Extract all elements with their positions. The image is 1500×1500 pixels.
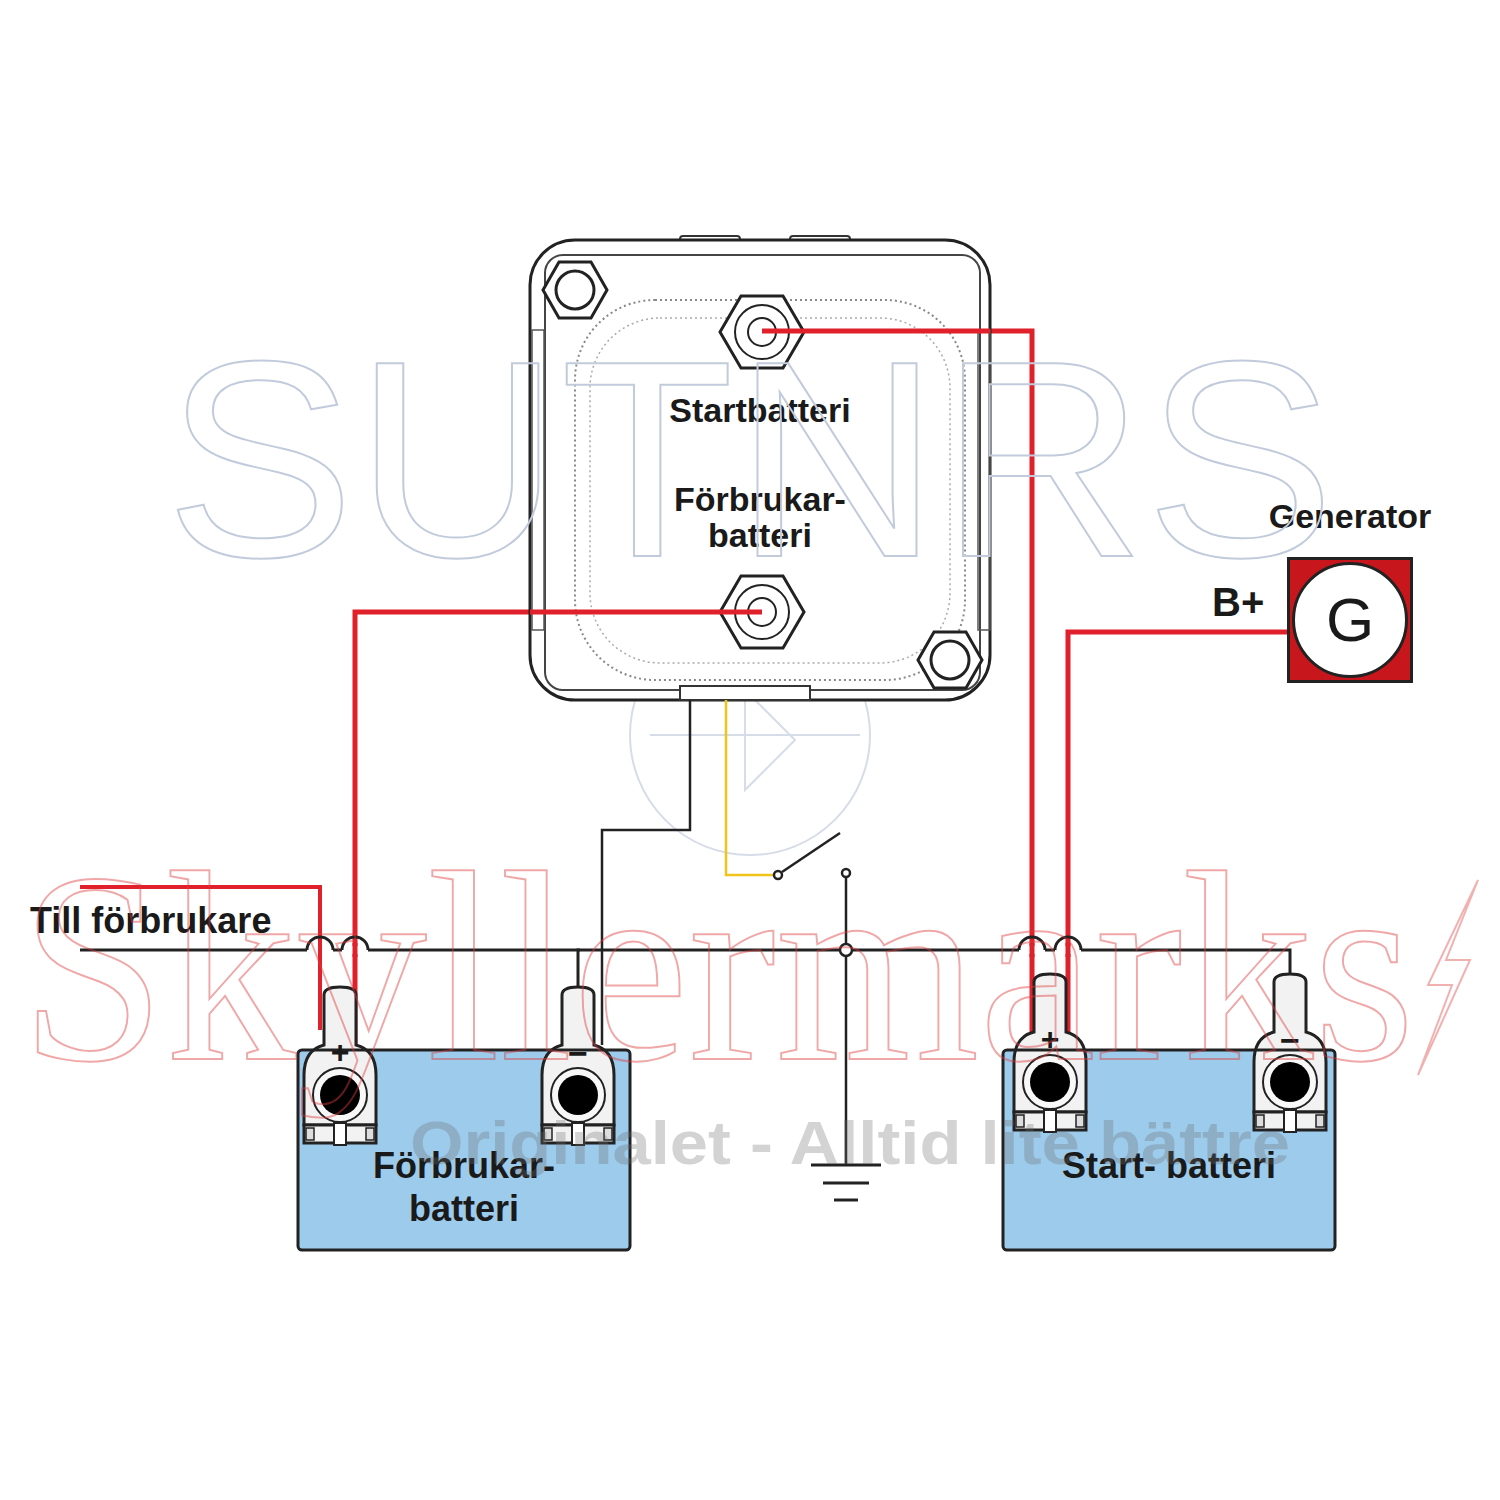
watermark: SUTNRS: [165, 319, 1335, 599]
watermark-logo: [650, 690, 860, 790]
ground-symbol: [823, 1182, 869, 1185]
isolator-drawing: [680, 686, 810, 700]
watermark-bolt: [1418, 880, 1478, 1075]
isolator-drawing: [530, 610, 762, 615]
isolator-drawing: [543, 262, 607, 318]
watermark: Originalet - Alltid lite bättre: [410, 1112, 1290, 1174]
watermark: Skyllermarks: [20, 832, 1415, 1104]
isolator-drawing: [931, 641, 969, 679]
ground-symbol: [834, 1199, 858, 1202]
isolator-drawing: [556, 271, 594, 309]
isolator-drawing: [918, 632, 982, 688]
